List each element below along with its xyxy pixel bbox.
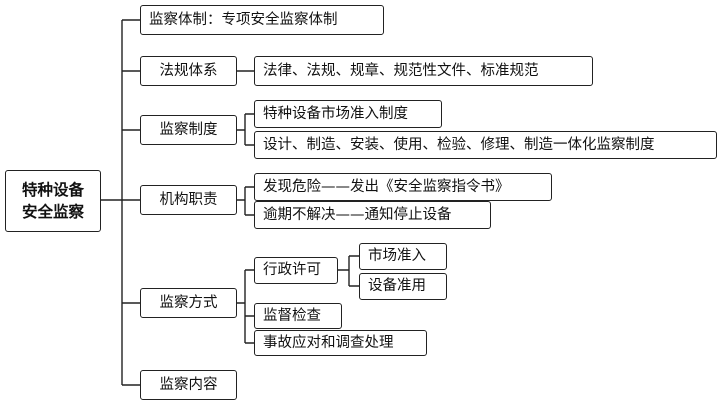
node-supervision-method: 监察方式 [140,288,237,318]
node-admin-permit: 行政许可 [254,257,338,284]
node-stop-equipment: 逾期不解决——通知停止设备 [254,201,491,229]
node-regulation-system: 法规体系 [140,56,237,86]
node-integrated-regime: 设计、制造、安装、使用、检验、修理、制造一体化监察制度 [254,131,717,159]
connector-method-children [237,269,254,344]
node-supervisory-inspection: 监督检查 [254,303,342,329]
node-equipment-use-permit: 设备准用 [359,273,447,300]
root-node: 特种设备 安全监察 [5,170,101,232]
node-market-access-regime: 特种设备市场准入制度 [254,100,442,128]
connector-permit-subs [338,255,359,287]
node-agency-duty: 机构职责 [140,185,237,215]
node-supervision-system: 监察体制：专项安全监察体制 [140,5,384,35]
connector-duty-details [237,186,254,216]
node-market-access: 市场准入 [359,243,447,270]
node-supervision-regime: 监察制度 [140,115,237,145]
node-danger-order: 发现危险——发出《安全监察指令书》 [254,173,552,201]
node-regulation-detail: 法律、法规、规章、规范性文件、标准规范 [254,56,593,86]
root-line-2: 安全监察 [21,203,84,221]
connector-regime-details [237,113,254,146]
node-accident-handling: 事故应对和调查处理 [254,330,427,356]
root-line-1: 特种设备 [21,180,84,199]
node-supervision-content: 监察内容 [140,370,237,400]
